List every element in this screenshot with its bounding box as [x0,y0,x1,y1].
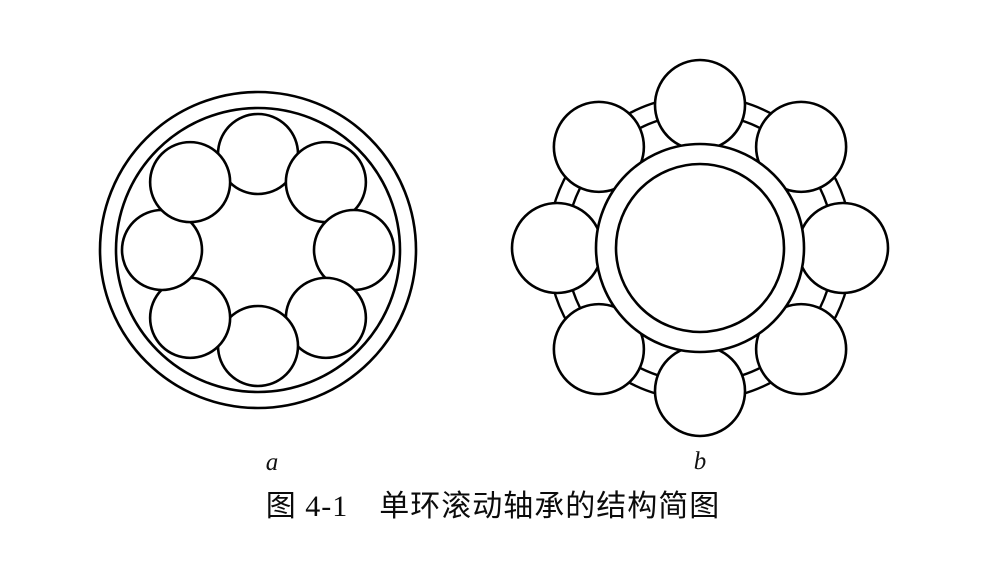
inner-ring-inner-edge [614,162,786,334]
diagram-b-inner-ring-bearing [510,58,890,438]
ball-8 [148,140,232,224]
ball-1 [653,58,747,152]
figure-caption: 图 4-1 单环滚动轴承的结构简图 [265,490,721,523]
ball-5 [653,344,747,438]
diagram-a-outer-ring-bearing [98,90,418,410]
ball-8 [552,100,646,194]
ball-6 [552,302,646,396]
ball-2 [754,100,848,194]
sublabel-a: a [265,449,279,476]
ball-3 [796,201,890,295]
sublabel-b: b [693,448,707,475]
ball-7 [510,201,604,295]
ball-4 [754,302,848,396]
